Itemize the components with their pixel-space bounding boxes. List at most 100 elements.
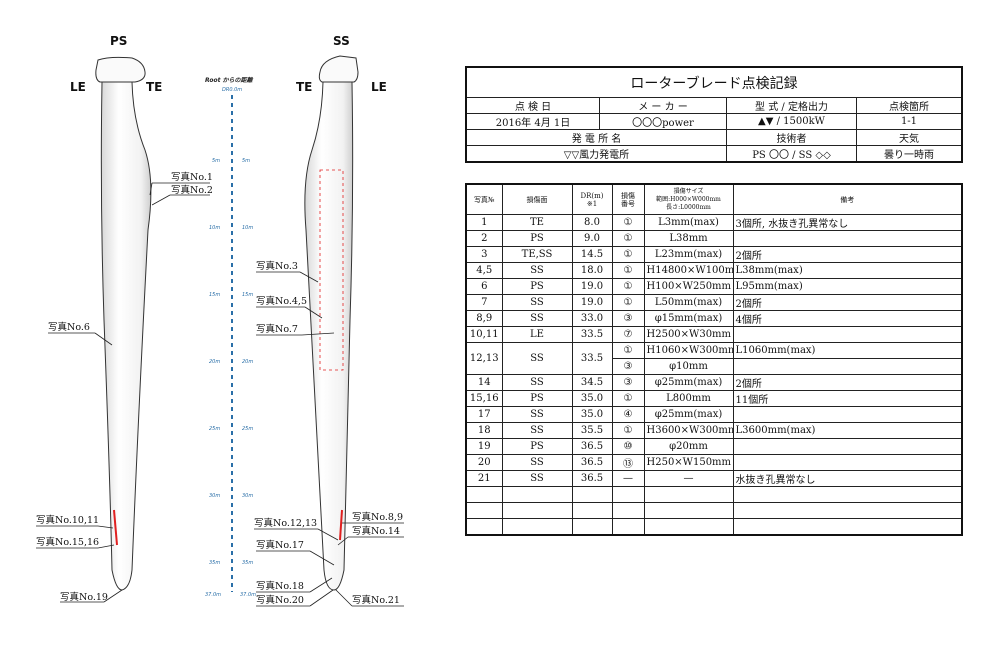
cell-num: ① — [611, 294, 645, 311]
ss-blade-body — [304, 81, 354, 591]
cell-size: H3600×W300mm — [643, 422, 734, 439]
cell-num: ⑦ — [611, 326, 645, 343]
distance-scale: Root からの距離 DR0.0m 5m 5m 10m 10m 15m 15m … — [205, 76, 256, 598]
cell-photo: 6 — [465, 278, 503, 295]
cell-dr: 19.0 — [571, 294, 613, 311]
scale-mark: 30m — [209, 493, 220, 499]
photo-label: 写真No.21 — [352, 594, 400, 606]
scale-mark: 37.0m — [240, 592, 256, 598]
cell-size: φ15mm(max) — [643, 310, 734, 327]
cell-num: ① — [611, 422, 645, 439]
cell-dr: 33.5 — [571, 326, 613, 343]
cell-photo: 21 — [465, 470, 503, 487]
cell-size: H2500×W30mm — [643, 326, 734, 343]
location-label: 点検箇所 — [856, 97, 963, 114]
ss-le-label: LE — [371, 80, 387, 94]
ss-side-label: SS — [333, 34, 350, 48]
cell-photo: 3 — [465, 246, 503, 263]
scale-mark: 5m — [242, 158, 250, 164]
ps-root-flange — [95, 56, 146, 83]
date-value: 2016年 4月 1日 — [465, 113, 600, 130]
weather-value: 曇り一時雨 — [856, 145, 963, 163]
cell-num: — — [611, 470, 645, 487]
cell-photo: 12,13 — [465, 342, 503, 375]
cell-num: ⑬ — [611, 454, 645, 471]
col-note: 備考 — [732, 183, 963, 215]
cell-note: 11個所 — [732, 390, 963, 407]
cell-size: φ20mm — [643, 438, 734, 455]
model-label: 型 式 / 定格出力 — [726, 97, 857, 114]
photo-label: 写真No.4,5 — [256, 295, 307, 307]
cell-note — [732, 326, 963, 343]
cell-photo: 20 — [465, 454, 503, 471]
scale-mark: 30m — [242, 493, 253, 499]
site-value: ▽▽風力発電所 — [465, 145, 727, 163]
scale-mark: 5m — [212, 158, 220, 164]
record-title: ローターブレード点検記録 — [465, 66, 963, 98]
scale-mark: 20m — [242, 359, 253, 365]
cell-note — [732, 358, 963, 375]
cell-num: ① — [611, 230, 645, 247]
cell-surface: PS — [501, 230, 573, 247]
cell-photo: 15,16 — [465, 390, 503, 407]
cell-note — [732, 454, 963, 471]
cell-size: H100×W250mm — [643, 278, 734, 295]
cell-photo: 17 — [465, 406, 503, 423]
photo-label: 写真No.2 — [171, 184, 213, 196]
cell-dr: 8.0 — [571, 214, 613, 231]
cell-surface: LE — [501, 326, 573, 343]
cell-photo: 8,9 — [465, 310, 503, 327]
scale-title: Root からの距離 — [205, 76, 254, 84]
cell-dr: 9.0 — [571, 230, 613, 247]
cell-dr: 18.0 — [571, 262, 613, 279]
cell-photo: 19 — [465, 438, 503, 455]
ss-damage-mark — [339, 509, 343, 541]
cell-photo: 10,11 — [465, 326, 503, 343]
ss-blade: SS TE LE 写真No.3 写真No.4,5 写真No.7 写真No.8,9… — [254, 34, 404, 607]
cell-num: ① — [611, 246, 645, 263]
model-value: ▲▼ / 1500kW — [726, 113, 857, 130]
cell-note: L1060mm(max) — [732, 342, 963, 359]
cell-num: ③ — [611, 374, 645, 391]
cell-note: 2個所 — [732, 294, 963, 311]
ps-side-label: PS — [110, 34, 127, 48]
cell-num: ① — [611, 214, 645, 231]
cell-size: L23mm(max) — [643, 246, 734, 263]
photo-label: 写真No.3 — [256, 260, 298, 272]
scale-mark: 35m — [209, 560, 220, 566]
col-dr: DR(m) ※1 — [571, 183, 613, 215]
ps-le-label: LE — [70, 80, 86, 94]
cell-note: L95mm(max) — [732, 278, 963, 295]
cell-size: L50mm(max) — [643, 294, 734, 311]
cell-size: φ10mm — [643, 358, 734, 375]
cell-size: φ25mm(max) — [643, 374, 734, 391]
blade-diagram: PS LE TE 写真No.1 写真No.2 写真No.6 写真No.10,11… — [36, 34, 404, 607]
cell-surface: SS — [501, 294, 573, 311]
col-num: 損傷 番号 — [611, 183, 645, 215]
cell-surface: SS — [501, 310, 573, 327]
scale-mark: 25m — [242, 426, 253, 432]
photo-label: 写真No.18 — [256, 580, 304, 592]
maker-label: メ ー カ ー — [599, 97, 727, 114]
scale-mark: 15m — [209, 292, 220, 298]
scale-mark: 15m — [242, 292, 253, 298]
photo-label: 写真No.15,16 — [36, 536, 99, 548]
photo-label: 写真No.14 — [352, 525, 400, 537]
cell-note: L38mm(max) — [732, 262, 963, 279]
photo-label: 写真No.17 — [256, 539, 304, 551]
cell-dr: 35.5 — [571, 422, 613, 439]
photo-label: 写真No.12,13 — [254, 517, 317, 529]
record-header-table: ローターブレード点検記録 点 検 日 メ ー カ ー 型 式 / 定格出力 点検… — [465, 66, 963, 163]
photo-label: 写真No.7 — [256, 323, 298, 335]
photo-label: 写真No.1 — [171, 171, 213, 183]
col-surface: 損傷面 — [501, 183, 573, 215]
photo-label: 写真No.8,9 — [352, 511, 403, 523]
cell-dr: 36.5 — [571, 454, 613, 471]
